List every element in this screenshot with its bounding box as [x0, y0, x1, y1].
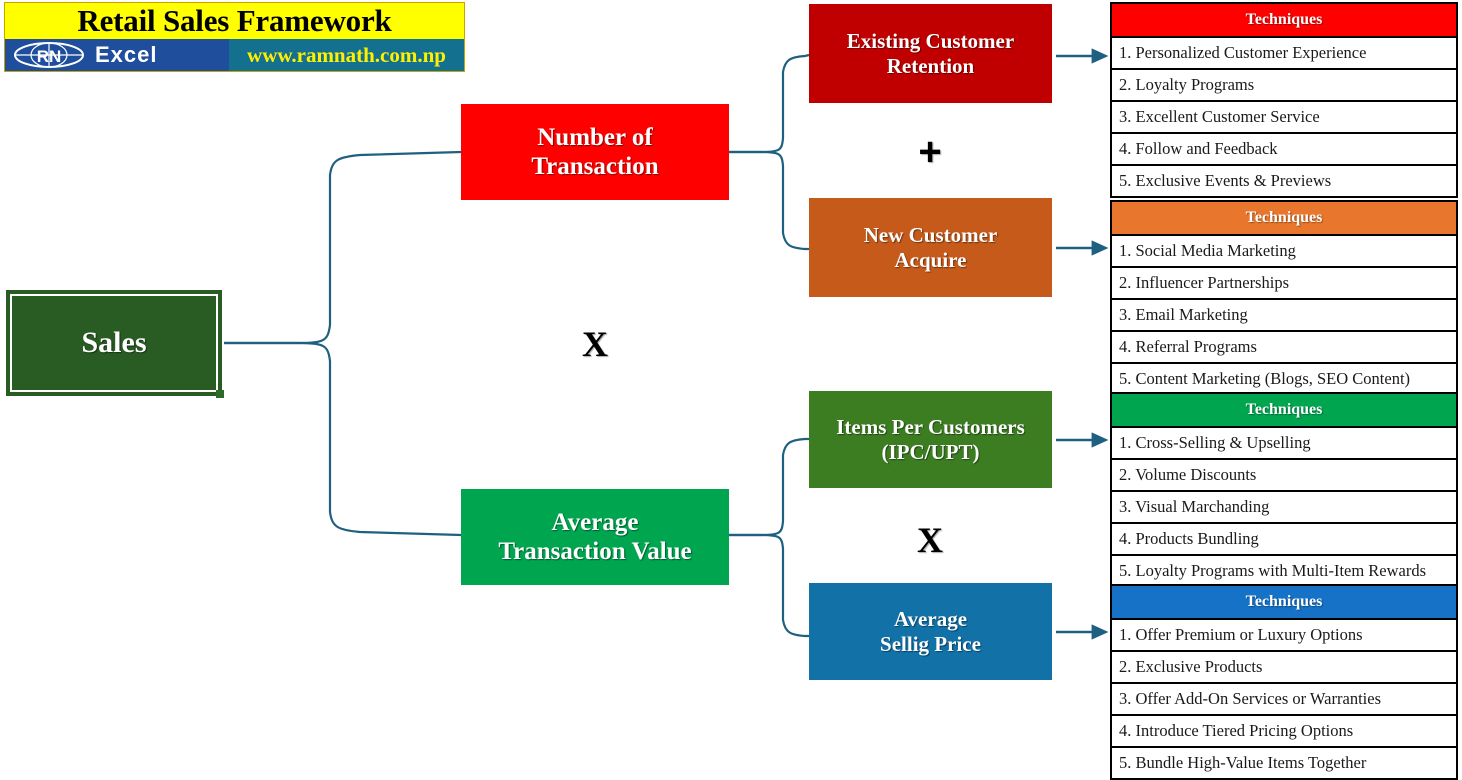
node-nca-line2: Acquire	[894, 247, 967, 272]
node-items-per-customers[interactable]: Items Per Customers (IPC/UPT)	[809, 391, 1052, 488]
table-row[interactable]: 1. Cross-Selling & Upselling	[1110, 428, 1458, 460]
brand-logo-block: RN Excel	[5, 39, 229, 71]
banner-bar: RN Excel www.ramnath.com.np	[5, 39, 464, 71]
table-row[interactable]: 1. Personalized Customer Experience	[1110, 38, 1458, 70]
operator-plus-transactions: +	[918, 130, 942, 174]
node-atv-line2: Transaction Value	[498, 538, 692, 565]
brand-banner: Retail Sales Framework RN Excel www.ramn…	[4, 2, 465, 72]
table-header: Techniques	[1110, 200, 1458, 236]
node-nca-line1: New Customer	[863, 222, 998, 247]
table-row[interactable]: 2. Loyalty Programs	[1110, 70, 1458, 102]
table-row[interactable]: 3. Visual Marchanding	[1110, 492, 1458, 524]
table-row[interactable]: 1. Offer Premium or Luxury Options	[1110, 620, 1458, 652]
svg-text:RN: RN	[37, 47, 62, 66]
node-sales[interactable]: Sales	[6, 290, 222, 396]
operator-multiply-root: X	[582, 324, 608, 364]
website-url: www.ramnath.com.np	[247, 42, 446, 67]
node-ipc-line2: (IPC/UPT)	[881, 439, 980, 464]
rn-globe-icon: RN	[13, 42, 85, 68]
table-row[interactable]: 5. Exclusive Events & Previews	[1110, 166, 1458, 198]
table-row[interactable]: 3. Excellent Customer Service	[1110, 102, 1458, 134]
table-row[interactable]: 5. Bundle High-Value Items Together	[1110, 748, 1458, 780]
node-average-selling-price[interactable]: Average Sellig Price	[809, 583, 1052, 680]
table-row[interactable]: 3. Email Marketing	[1110, 300, 1458, 332]
brand-word: Excel	[95, 42, 158, 67]
banner-title: Retail Sales Framework	[5, 3, 464, 39]
node-average-transaction-value[interactable]: Average Transaction Value	[461, 489, 729, 585]
techniques-table-selling-price: Techniques 1. Offer Premium or Luxury Op…	[1110, 584, 1458, 780]
table-header: Techniques	[1110, 584, 1458, 620]
node-existing-customer-retention[interactable]: Existing Customer Retention	[809, 4, 1052, 103]
table-row[interactable]: 3. Offer Add-On Services or Warranties	[1110, 684, 1458, 716]
techniques-table-items-per-customer: Techniques 1. Cross-Selling & Upselling …	[1110, 392, 1458, 588]
node-atv-line1: Average	[551, 508, 639, 536]
node-number-of-transaction[interactable]: Number of Transaction	[461, 104, 729, 200]
node-sales-label: Sales	[81, 326, 147, 360]
node-not-line2: Transaction	[531, 153, 659, 180]
techniques-table-retention: Techniques 1. Personalized Customer Expe…	[1110, 2, 1458, 198]
operator-multiply-value: X	[917, 520, 943, 560]
node-ecr-line2: Retention	[886, 53, 975, 78]
table-row[interactable]: 2. Influencer Partnerships	[1110, 268, 1458, 300]
node-ipc-line1: Items Per Customers	[836, 414, 1025, 439]
table-header: Techniques	[1110, 392, 1458, 428]
node-ecr-line1: Existing Customer	[846, 28, 1015, 53]
table-row[interactable]: 4. Follow and Feedback	[1110, 134, 1458, 166]
node-asp-line1: Average	[893, 606, 968, 631]
table-row[interactable]: 4. Products Bundling	[1110, 524, 1458, 556]
table-row[interactable]: 5. Loyalty Programs with Multi-Item Rewa…	[1110, 556, 1458, 588]
selection-handle[interactable]	[216, 390, 224, 398]
techniques-table-acquisition: Techniques 1. Social Media Marketing 2. …	[1110, 200, 1458, 396]
table-header: Techniques	[1110, 2, 1458, 38]
table-row[interactable]: 2. Volume Discounts	[1110, 460, 1458, 492]
table-row[interactable]: 1. Social Media Marketing	[1110, 236, 1458, 268]
table-row[interactable]: 4. Introduce Tiered Pricing Options	[1110, 716, 1458, 748]
node-asp-line2: Sellig Price	[880, 631, 981, 656]
table-row[interactable]: 2. Exclusive Products	[1110, 652, 1458, 684]
node-new-customer-acquire[interactable]: New Customer Acquire	[809, 198, 1052, 297]
website-block: www.ramnath.com.np	[229, 39, 464, 71]
table-row[interactable]: 4. Referral Programs	[1110, 332, 1458, 364]
node-not-line1: Number of	[537, 123, 653, 151]
